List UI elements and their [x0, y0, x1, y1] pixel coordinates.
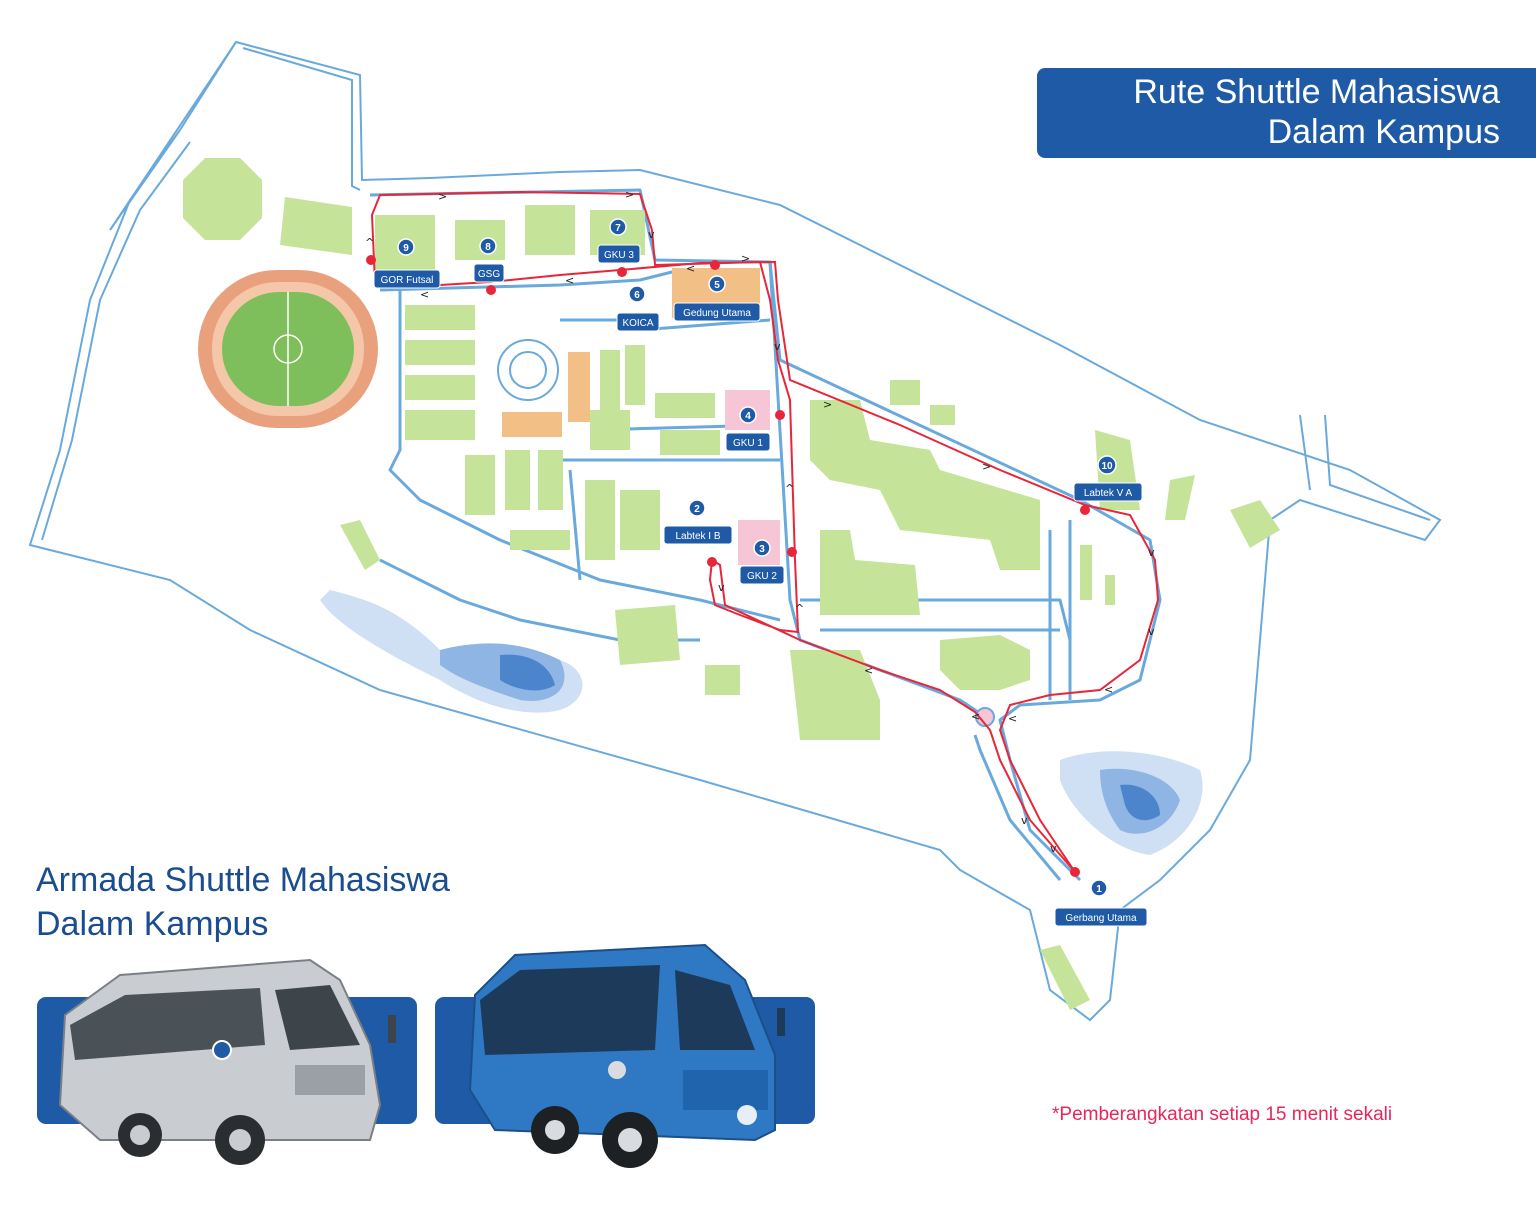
stop-labtek-va[interactable]: 10 Labtek V A	[1073, 455, 1143, 502]
sports-stadium	[198, 270, 378, 428]
stop-label: GKU 3	[604, 250, 634, 261]
shuttle-route	[370, 190, 1160, 873]
svg-text:>: >	[741, 252, 750, 265]
stop-label: GKU 2	[747, 571, 777, 582]
stop-label: Gerbang Utama	[1065, 913, 1137, 924]
stop-gor-futsal[interactable]: 9 GOR Futsal	[373, 238, 441, 289]
svg-text:>: >	[823, 398, 832, 411]
svg-text:<: <	[686, 262, 695, 275]
svg-text:v: v	[774, 340, 781, 353]
departure-note: *Pemberangkatan setiap 15 menit sekali	[1052, 1104, 1393, 1125]
fleet-title-line-2: Dalam Kampus	[36, 905, 269, 943]
svg-text:v: v	[648, 228, 655, 241]
stop-number: 8	[485, 242, 491, 253]
svg-text:v: v	[1021, 814, 1028, 827]
svg-text:<: <	[420, 288, 429, 301]
svg-text:<: <	[971, 710, 980, 723]
stop-label: Labtek I B	[675, 531, 720, 542]
svg-text:<: <	[565, 274, 574, 287]
stop-number: 7	[615, 223, 621, 234]
stop-label: Labtek V A	[1084, 488, 1133, 499]
svg-text:^: ^	[795, 602, 804, 615]
blue-shuttle-van	[468, 943, 785, 1168]
lake	[320, 590, 1203, 855]
stop-labtek-1b[interactable]: 2 Labtek I B	[663, 499, 733, 545]
stop-label: GOR Futsal	[381, 275, 434, 286]
stop-gku-1[interactable]: 4 GKU 1	[725, 406, 771, 452]
svg-text:<: <	[1104, 683, 1113, 696]
svg-text:^: ^	[785, 482, 794, 495]
stop-number: 5	[714, 280, 720, 291]
svg-text:>: >	[625, 188, 634, 201]
stop-markers: 1 Gerbang Utama 2 Labtek I B 3 GKU 2 4 G…	[373, 218, 1148, 927]
silver-shuttle-van	[58, 958, 396, 1165]
svg-text:>: >	[982, 460, 991, 473]
svg-text:<: <	[864, 664, 873, 677]
stop-koica[interactable]: 6 KOICA	[616, 285, 660, 332]
stop-label: KOICA	[622, 318, 653, 329]
stop-gedung-utama[interactable]: 5 Gedung Utama	[673, 275, 761, 322]
map-title-line-2: Dalam Kampus	[1267, 113, 1500, 151]
route-stop-dots	[366, 255, 1090, 877]
svg-text:v: v	[718, 581, 725, 594]
roundabout	[975, 707, 995, 727]
map-title-line-1: Rute Shuttle Mahasiswa	[1133, 73, 1500, 111]
stop-gsg[interactable]: 8 GSG	[473, 237, 505, 283]
stop-number: 2	[694, 504, 700, 515]
svg-text:>: >	[438, 190, 447, 203]
fleet-title-line-1: Armada Shuttle Mahasiswa	[36, 861, 450, 899]
map-title-box: Rute Shuttle Mahasiswa Dalam Kampus	[1037, 68, 1536, 158]
stop-number: 9	[403, 243, 409, 254]
central-plaza	[497, 339, 559, 401]
stop-label: Gedung Utama	[683, 308, 751, 319]
stop-number: 1	[1096, 884, 1102, 895]
stop-number: 4	[745, 411, 751, 422]
stop-label: GSG	[478, 269, 500, 280]
svg-text:^: ^	[365, 236, 374, 249]
stop-label: GKU 1	[733, 438, 763, 449]
stop-number: 10	[1101, 461, 1113, 472]
svg-text:<: <	[1008, 712, 1017, 725]
stop-number: 3	[759, 544, 765, 555]
stop-gku-3[interactable]: 7 GKU 3	[597, 218, 641, 264]
svg-text:v: v	[1148, 625, 1155, 638]
buildings-green	[183, 158, 1280, 1010]
svg-text:v: v	[1050, 842, 1057, 855]
fleet-title: Armada Shuttle Mahasiswa Dalam Kampus	[36, 858, 450, 946]
stop-gku-2[interactable]: 3 GKU 2	[739, 539, 785, 585]
route-arrows: > > v < < ^ < > v > > v v < < < v ^ ^ < …	[365, 188, 1155, 855]
stop-number: 6	[634, 290, 640, 301]
svg-text:v: v	[1148, 546, 1155, 559]
stop-gerbang-utama[interactable]: 1 Gerbang Utama	[1054, 879, 1148, 927]
